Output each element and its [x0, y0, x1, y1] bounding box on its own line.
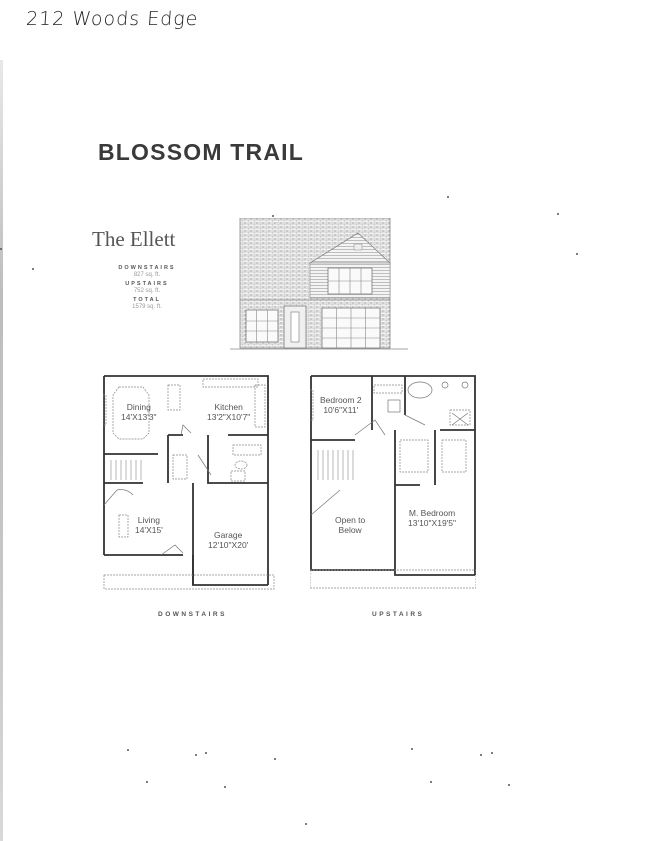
scan-speck — [127, 749, 129, 751]
scan-speck — [447, 196, 449, 198]
scan-speck — [491, 752, 493, 754]
upstairs-caption: UPSTAIRS — [372, 611, 425, 618]
room-living-name: Living — [137, 515, 161, 525]
room-bedroom-2-name: Bedroom 2 — [320, 395, 362, 405]
room-garage-name: Garage — [213, 530, 243, 540]
total-sqft: 1579 sq. ft. — [132, 304, 162, 310]
upstairs-sqft: 752 sq. ft. — [133, 288, 161, 294]
room-master-bedroom: M. Bedroom 13'10"X19'5" — [408, 508, 456, 528]
community-title: BLOSSOM TRAIL — [98, 139, 304, 165]
upstairs-floor-plan: Bedroom 2 10'6"X11' Open to Below M. Bed… — [309, 375, 477, 591]
downstairs-label: DOWNSTAIRS — [118, 265, 176, 271]
scan-speck — [480, 754, 482, 756]
room-dining: Dining 14'X13'3" — [121, 402, 157, 422]
room-open-to-below-line1: Open to — [335, 515, 366, 525]
room-kitchen-name: Kitchen — [214, 402, 243, 412]
scan-speck — [576, 253, 578, 255]
scan-speck — [305, 823, 307, 825]
scan-speck — [557, 213, 559, 215]
scan-speck — [0, 248, 2, 250]
scan-speck — [411, 748, 413, 750]
downstairs-caption: DOWNSTAIRS — [158, 611, 227, 618]
downstairs-floor-plan: Dining 14'X13'3" Kitchen 13'2"X10'7" Liv… — [102, 375, 277, 591]
scan-speck — [430, 781, 432, 783]
room-living-size: 14'X15' — [135, 525, 163, 535]
room-dining-size: 14'X13'3" — [121, 412, 157, 422]
scan-speck — [146, 781, 148, 783]
room-bedroom-2: Bedroom 2 10'6"X11' — [320, 395, 362, 415]
scan-speck — [32, 268, 34, 270]
room-living: Living 14'X15' — [135, 515, 163, 535]
upstairs-label: UPSTAIRS — [125, 281, 169, 287]
downstairs-sqft: 827 sq. ft. — [133, 272, 161, 278]
scan-speck — [508, 784, 510, 786]
room-master-bedroom-size: 13'10"X19'5" — [408, 518, 457, 528]
room-garage: Garage 12'10"X20' — [208, 530, 248, 550]
downstairs-plan-drawing — [102, 375, 275, 590]
scan-speck — [195, 754, 197, 756]
room-garage-size: 12'10"X20' — [208, 540, 249, 550]
scan-speck — [272, 215, 274, 217]
scan-edge — [0, 60, 3, 841]
room-kitchen-size: 13'2"X10'7" — [207, 412, 251, 422]
square-footage-summary: DOWNSTAIRS 827 sq. ft. UPSTAIRS 752 sq. … — [108, 262, 186, 310]
room-open-to-below-line2: Below — [338, 525, 362, 535]
room-master-bedroom-name: M. Bedroom — [408, 508, 456, 518]
scan-speck — [224, 786, 226, 788]
room-bedroom-2-size: 10'6"X11' — [323, 405, 359, 415]
handwritten-address-note: 212 Woods Edge — [25, 8, 200, 30]
room-kitchen: Kitchen 13'2"X10'7" — [207, 402, 250, 422]
upstairs-plan-drawing — [309, 375, 477, 589]
house-front-elevation-icon — [230, 218, 408, 350]
scan-speck — [274, 758, 276, 760]
room-open-to-below: Open to Below — [335, 515, 365, 535]
scan-speck — [205, 752, 207, 754]
room-dining-name: Dining — [126, 402, 151, 412]
total-label: TOTAL — [133, 297, 161, 303]
model-name: The Ellett — [92, 227, 176, 251]
